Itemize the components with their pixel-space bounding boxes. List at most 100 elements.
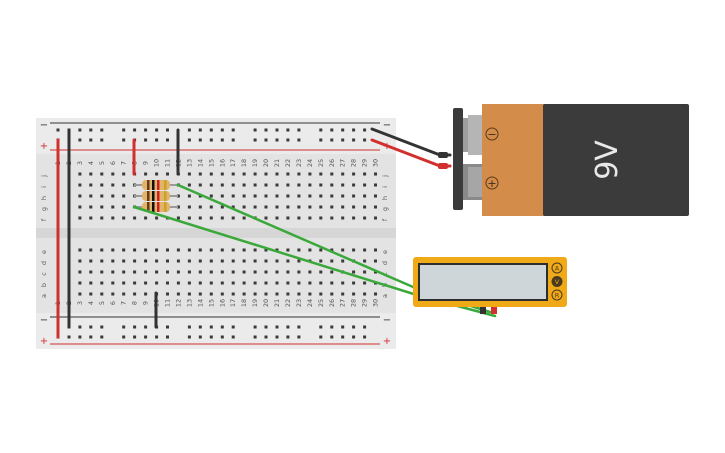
- terminal-hole[interactable]: [275, 281, 279, 285]
- rail-hole[interactable]: [198, 335, 202, 339]
- rail-hole[interactable]: [133, 325, 137, 329]
- terminal-hole[interactable]: [330, 216, 334, 220]
- terminal-hole[interactable]: [275, 259, 279, 263]
- terminal-hole[interactable]: [89, 183, 93, 187]
- rail-hole[interactable]: [341, 138, 345, 142]
- terminal-hole[interactable]: [166, 270, 169, 274]
- terminal-hole[interactable]: [374, 248, 377, 252]
- terminal-hole[interactable]: [275, 292, 279, 296]
- terminal-hole[interactable]: [297, 183, 301, 187]
- terminal-hole[interactable]: [242, 281, 246, 285]
- terminal-hole[interactable]: [341, 248, 345, 252]
- rail-hole[interactable]: [100, 138, 104, 142]
- terminal-hole[interactable]: [176, 205, 180, 209]
- rail-hole[interactable]: [144, 335, 148, 339]
- terminal-hole[interactable]: [286, 183, 290, 187]
- battery-plus-terminal[interactable]: [468, 167, 483, 197]
- terminal-hole[interactable]: [330, 248, 334, 252]
- terminal-hole[interactable]: [341, 183, 345, 187]
- rail-hole[interactable]: [352, 138, 356, 142]
- terminal-hole[interactable]: [374, 194, 377, 198]
- terminal-hole[interactable]: [220, 205, 224, 209]
- terminal-hole[interactable]: [122, 172, 126, 176]
- terminal-hole[interactable]: [286, 194, 290, 198]
- rail-hole[interactable]: [264, 325, 268, 329]
- terminal-hole[interactable]: [155, 270, 159, 274]
- terminal-hole[interactable]: [352, 292, 356, 296]
- rail-hole[interactable]: [144, 325, 148, 329]
- rail-hole[interactable]: [341, 335, 345, 339]
- terminal-hole[interactable]: [253, 248, 257, 252]
- terminal-hole[interactable]: [264, 248, 268, 252]
- terminal-hole[interactable]: [297, 259, 301, 263]
- rail-hole[interactable]: [341, 128, 345, 132]
- terminal-hole[interactable]: [253, 270, 257, 274]
- terminal-hole[interactable]: [341, 172, 345, 176]
- terminal-hole[interactable]: [176, 216, 180, 220]
- rail-hole[interactable]: [330, 128, 334, 132]
- resistors[interactable]: [134, 180, 178, 212]
- terminal-hole[interactable]: [363, 172, 367, 176]
- terminal-hole[interactable]: [308, 183, 312, 187]
- terminal-hole[interactable]: [231, 248, 235, 252]
- rail-hole[interactable]: [78, 128, 82, 132]
- terminal-hole[interactable]: [231, 205, 235, 209]
- terminal-hole[interactable]: [352, 248, 356, 252]
- terminal-hole[interactable]: [89, 292, 93, 296]
- terminal-hole[interactable]: [100, 205, 104, 209]
- rail-hole[interactable]: [89, 335, 93, 339]
- terminal-hole[interactable]: [286, 205, 290, 209]
- multimeter[interactable]: AVR: [413, 257, 567, 314]
- terminal-hole[interactable]: [220, 281, 224, 285]
- terminal-hole[interactable]: [198, 205, 202, 209]
- rail-hole[interactable]: [166, 335, 169, 339]
- rail-hole[interactable]: [100, 325, 104, 329]
- rail-hole[interactable]: [133, 335, 137, 339]
- terminal-hole[interactable]: [330, 259, 334, 263]
- terminal-hole[interactable]: [374, 259, 377, 263]
- terminal-hole[interactable]: [122, 270, 126, 274]
- rail-hole[interactable]: [231, 138, 235, 142]
- mode-button-v[interactable]: [551, 276, 563, 287]
- terminal-hole[interactable]: [363, 183, 367, 187]
- terminal-hole[interactable]: [176, 248, 180, 252]
- rail-hole[interactable]: [363, 128, 367, 132]
- terminal-hole[interactable]: [100, 259, 104, 263]
- terminal-hole[interactable]: [122, 194, 126, 198]
- terminal-hole[interactable]: [198, 292, 202, 296]
- rail-hole[interactable]: [209, 128, 213, 132]
- terminal-hole[interactable]: [133, 292, 137, 296]
- terminal-hole[interactable]: [187, 183, 191, 187]
- terminal-hole[interactable]: [78, 270, 82, 274]
- rail-hole[interactable]: [198, 128, 202, 132]
- terminal-hole[interactable]: [275, 194, 279, 198]
- terminal-hole[interactable]: [275, 216, 279, 220]
- terminal-hole[interactable]: [341, 259, 345, 263]
- terminal-hole[interactable]: [286, 292, 290, 296]
- battery-9v[interactable]: − + 9V: [453, 104, 689, 216]
- terminal-hole[interactable]: [374, 172, 377, 176]
- terminal-hole[interactable]: [275, 248, 279, 252]
- rail-hole[interactable]: [155, 128, 159, 132]
- terminal-hole[interactable]: [220, 270, 224, 274]
- terminal-hole[interactable]: [144, 259, 148, 263]
- terminal-hole[interactable]: [231, 194, 235, 198]
- rail-hole[interactable]: [286, 335, 290, 339]
- terminal-hole[interactable]: [144, 292, 148, 296]
- terminal-hole[interactable]: [363, 216, 367, 220]
- terminal-hole[interactable]: [363, 259, 367, 263]
- terminal-hole[interactable]: [209, 194, 213, 198]
- terminal-hole[interactable]: [297, 270, 301, 274]
- terminal-hole[interactable]: [122, 205, 126, 209]
- rail-hole[interactable]: [286, 325, 290, 329]
- terminal-hole[interactable]: [330, 172, 334, 176]
- rail-hole[interactable]: [220, 335, 224, 339]
- rail-hole[interactable]: [187, 138, 191, 142]
- terminal-hole[interactable]: [198, 270, 202, 274]
- terminal-hole[interactable]: [78, 194, 82, 198]
- rail-hole[interactable]: [352, 325, 356, 329]
- terminal-hole[interactable]: [155, 259, 159, 263]
- resistor-3[interactable]: [134, 202, 178, 212]
- terminal-hole[interactable]: [286, 281, 290, 285]
- terminal-hole[interactable]: [264, 270, 268, 274]
